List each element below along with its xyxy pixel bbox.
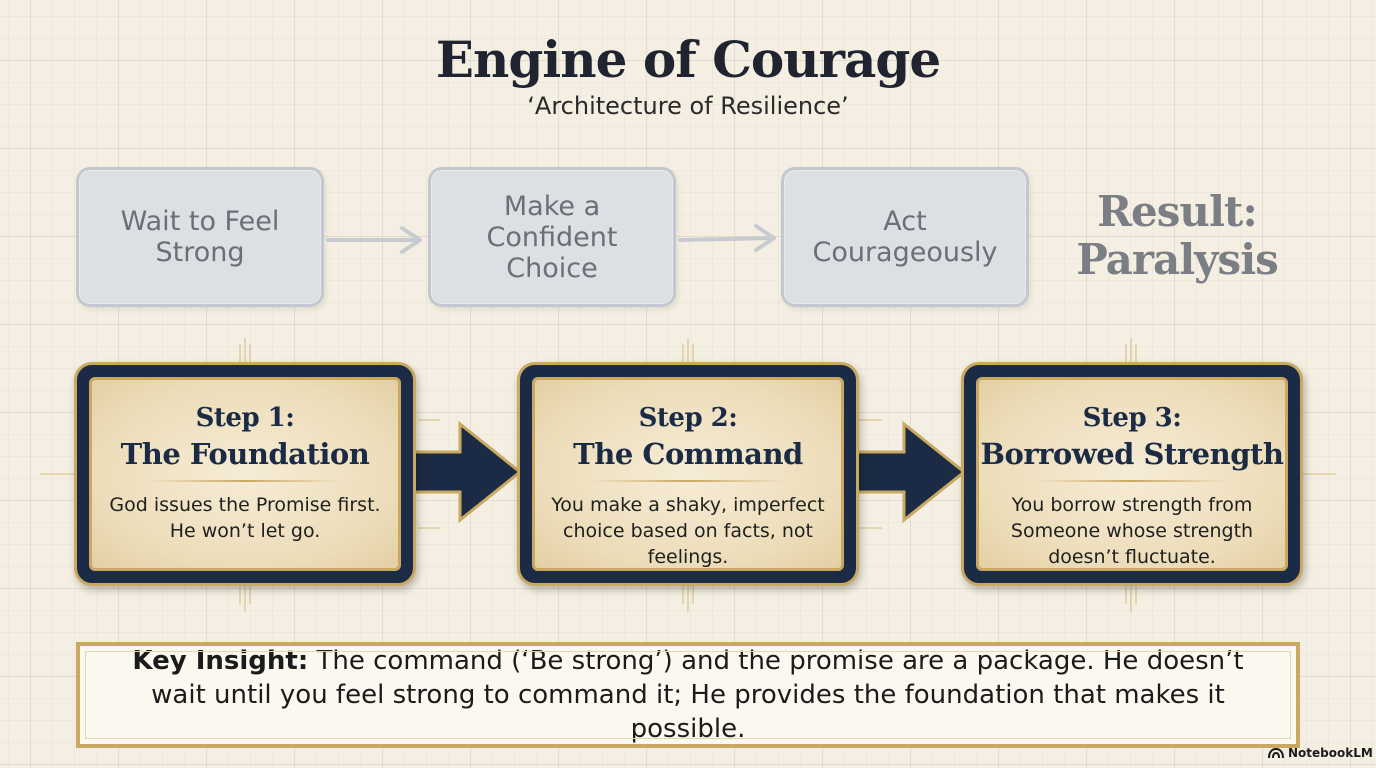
step-description: You borrow strength from Someone whose s… — [1010, 494, 1254, 568]
notebooklm-watermark: NotebookLM — [1268, 744, 1373, 762]
step-number: Step 3: — [1082, 403, 1182, 433]
old-step-confident-choice: Make a Confident Choice — [428, 167, 676, 307]
old-path-result: Result: Paralysis — [1062, 188, 1292, 284]
result-value: Paralysis — [1076, 235, 1279, 284]
brand-name: NotebookLM — [1288, 746, 1373, 760]
step-name: The Foundation — [120, 437, 370, 471]
step-description: You make a shaky, imperfect choice based… — [551, 494, 825, 568]
divider — [147, 480, 343, 482]
divider — [1034, 480, 1230, 482]
page-subtitle: ‘Architecture of Resilience’ — [527, 92, 849, 120]
key-insight-box: Key Insight: The command (‘Be strong’) a… — [76, 642, 1300, 748]
step-card-foundation: Step 1: The Foundation God issues the Pr… — [74, 362, 416, 586]
step-name: The Command — [573, 437, 803, 471]
divider — [590, 480, 786, 482]
old-step-wait-to-feel-strong: Wait to Feel Strong — [76, 167, 324, 307]
key-insight-label: Key Insight: — [132, 646, 309, 676]
step-number: Step 2: — [638, 403, 738, 433]
step-number: Step 1: — [195, 403, 295, 433]
key-insight-text: The command (‘Be strong’) and the promis… — [151, 646, 1244, 744]
step-card-borrowed-strength: Step 3: Borrowed Strength You borrow str… — [961, 362, 1303, 586]
page-title: Engine of Courage — [435, 30, 941, 89]
step-card-command: Step 2: The Command You make a shaky, im… — [517, 362, 859, 586]
notebooklm-logo-icon — [1268, 747, 1284, 759]
step-description: God issues the Promise first. He won’t l… — [109, 494, 381, 542]
result-label: Result: — [1097, 187, 1258, 236]
step-name: Borrowed Strength — [980, 437, 1284, 471]
old-step-act-courageously: Act Courageously — [781, 167, 1029, 307]
